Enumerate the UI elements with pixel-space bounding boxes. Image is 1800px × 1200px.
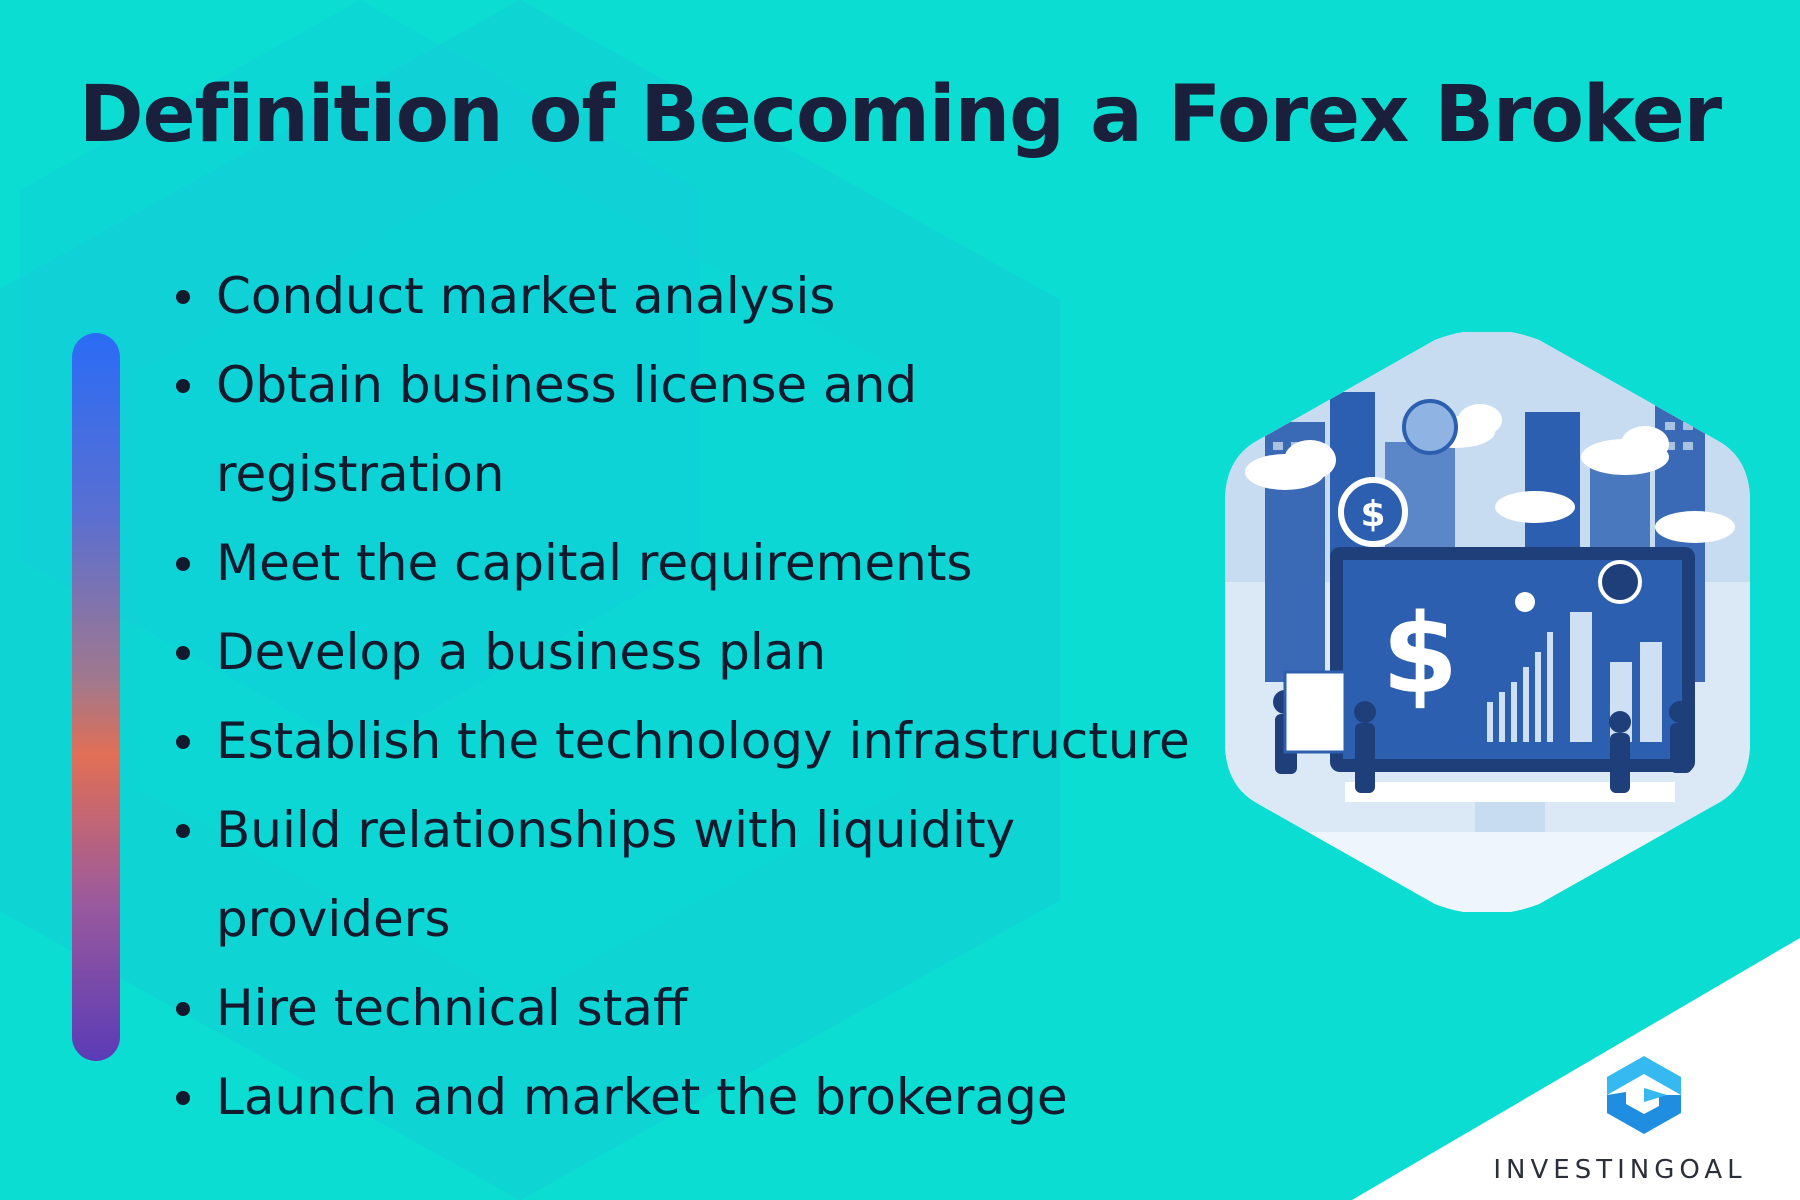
bullet-dot [176, 646, 190, 660]
step-text: Develop a business plan [216, 623, 827, 681]
step-item: Develop a business plan [168, 608, 1228, 697]
bullet-dot [176, 557, 190, 571]
step-text: Meet the capital requirements [216, 534, 973, 592]
step-item: Meet the capital requirements [168, 519, 1228, 608]
step-item: Launch and market the brokerage [168, 1053, 1228, 1142]
step-text: Build relationships with liquidity [216, 801, 1016, 859]
investingoal-logo-icon [1607, 1056, 1681, 1134]
bullet-dot [176, 824, 190, 838]
step-text: providers [216, 890, 451, 948]
brand-name: INVESTINGOAL [1493, 1155, 1747, 1185]
forex-illustration: $ $ [1225, 332, 1750, 912]
bullet-dot [176, 1091, 190, 1105]
step-text: Obtain business license and [216, 356, 918, 414]
bullet-dot [176, 735, 190, 749]
svg-text:$: $ [1382, 590, 1459, 718]
page-title: Definition of Becoming a Forex Broker [78, 70, 1722, 160]
step-text: Establish the technology infrastructure [216, 712, 1190, 770]
bullet-dot [176, 1002, 190, 1016]
bullet-dot [176, 379, 190, 393]
step-text: Hire technical staff [216, 979, 688, 1037]
step-text: Launch and market the brokerage [216, 1068, 1068, 1126]
step-item: Establish the technology infrastructure [168, 697, 1228, 786]
step-item: Build relationships with liquidity provid… [168, 786, 1228, 964]
step-item: Hire technical staff [168, 964, 1228, 1053]
step-text: registration [216, 445, 505, 503]
bullet-dot [176, 290, 190, 304]
step-item: Obtain business license and registration [168, 341, 1228, 519]
step-item: Conduct market analysis [168, 252, 1228, 341]
svg-text:$: $ [1360, 494, 1385, 535]
step-text: Conduct market analysis [216, 267, 836, 325]
gradient-accent-bar [72, 333, 120, 1061]
